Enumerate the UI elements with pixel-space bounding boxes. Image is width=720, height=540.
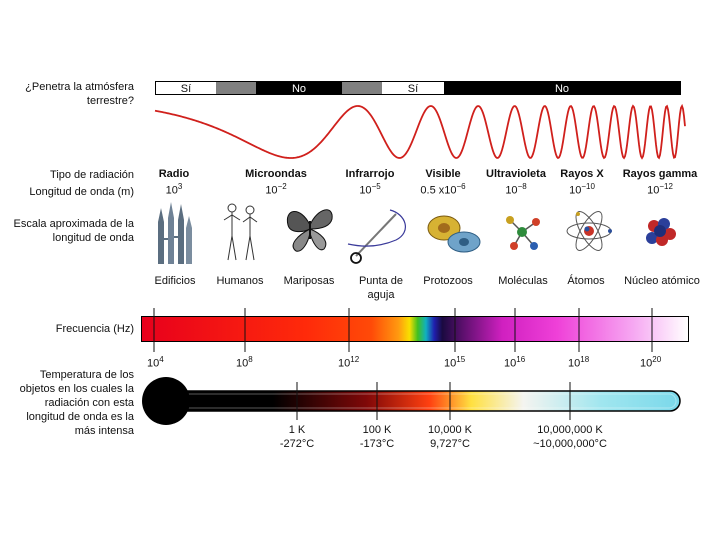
wavelength-value: 10−2 <box>265 182 287 197</box>
needle-icon <box>347 209 406 264</box>
atmosphere-segment: No <box>444 82 680 95</box>
humans-icon <box>223 203 258 261</box>
frequency-tick-label: 1012 <box>338 355 360 370</box>
wavelength-value: 103 <box>165 182 183 197</box>
radiation-column-visible: Visible 0.5 x10−6 <box>408 168 478 198</box>
buildings-icon <box>158 202 192 264</box>
nucleus-icon <box>646 218 676 246</box>
frequency-tick-label: 1016 <box>504 355 526 370</box>
radiation-column-microwave: Microondas 10−2 <box>236 168 316 198</box>
frequency-tick-marks <box>153 308 653 352</box>
frequency-tick-label: 104 <box>147 355 164 370</box>
radiation-name: Radio <box>158 168 190 180</box>
scale-object-label: Átomos <box>567 275 605 287</box>
butterfly-icon <box>286 209 333 252</box>
radiation-name: Rayos gamma <box>622 168 698 180</box>
radiation-column-infrared: Infrarrojo 10−5 <box>332 168 408 198</box>
wave-graphic <box>154 103 686 160</box>
atmosphere-segment: No <box>256 82 342 95</box>
radiation-type-label: Tipo de radiación <box>50 169 134 181</box>
scale-object-label: Mariposas <box>283 275 335 287</box>
temperature-tick-label: 100 K-173°C <box>359 424 395 450</box>
scale-object-label: Moléculas <box>498 275 548 287</box>
atmosphere-segment: Sí <box>156 82 216 95</box>
radiation-column-radio: Radio 103 <box>136 168 212 198</box>
thermometer-bulb <box>142 377 190 425</box>
frequency-tick-label: 1018 <box>568 355 590 370</box>
temperature-tick-label: 1 K-272°C <box>279 424 315 450</box>
wavelength-value: 10−5 <box>359 182 381 197</box>
radiation-column-xrays: Rayos X 10−10 <box>548 168 616 198</box>
radiation-column-ultraviolet: Ultravioleta 10−8 <box>478 168 554 198</box>
frequency-tick-label: 1020 <box>640 355 662 370</box>
temperature-tick-label: 10,000,000 K~10,000,000°C <box>533 424 607 450</box>
wavelength-value: 0.5 x10−6 <box>420 182 466 197</box>
scale-object-label: Humanos <box>216 275 264 287</box>
radiation-name: Microondas <box>245 168 307 180</box>
temperature-label: Temperatura de los objetos en los cuales… <box>19 369 134 437</box>
wavelength-value: 10−10 <box>569 182 595 197</box>
scale-object-label: Punta de aguja <box>358 275 404 301</box>
molecule-icon <box>506 216 540 250</box>
scale-object-label: Protozoos <box>423 275 473 287</box>
radiation-column-gamma: Rayos gamma 10−12 <box>614 168 706 198</box>
thermometer <box>142 377 681 425</box>
radiation-name: Visible <box>425 168 461 180</box>
radiation-name: Infrarrojo <box>345 168 395 180</box>
wave-line <box>154 103 686 160</box>
scale-object-label: Edificios <box>154 275 196 287</box>
scale-object-label: Núcleo atómico <box>624 275 700 287</box>
atmosphere-bar: Sí No Sí No <box>155 81 681 95</box>
atmosphere-label: ¿Penetra la atmósfera terrestre? <box>25 81 134 107</box>
atmosphere-segment <box>342 82 382 94</box>
atmosphere-segment: Sí <box>382 82 444 95</box>
frequency-tick-label: 1015 <box>444 355 466 370</box>
scale-label: Escala aproximada de la longitud de onda <box>13 218 134 244</box>
wavelength-value: 10−8 <box>505 182 527 197</box>
protozoa-icon <box>427 215 481 253</box>
frequency-label: Frecuencia (Hz) <box>55 323 134 335</box>
atom-icon <box>566 211 612 251</box>
frequency-tick-label: 108 <box>236 355 253 370</box>
wavelength-value: 10−12 <box>647 182 673 197</box>
radiation-name: Rayos X <box>560 168 604 180</box>
wavelength-label: Longitud de onda (m) <box>29 186 134 198</box>
radiation-name: Ultravioleta <box>486 168 546 180</box>
frequency-bar <box>141 316 689 342</box>
atmosphere-segment <box>216 82 256 94</box>
